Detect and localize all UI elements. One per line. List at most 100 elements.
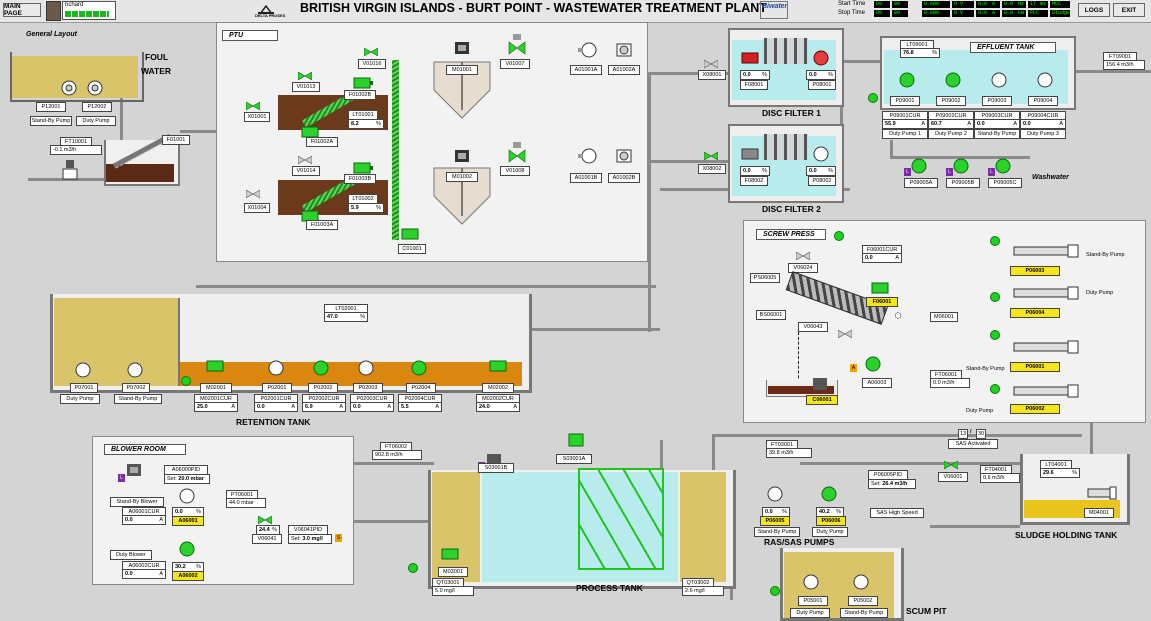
pump-icon[interactable] — [908, 158, 930, 174]
valve-icon[interactable] — [944, 461, 958, 469]
sas-high-speed[interactable]: SAS High Speed — [870, 508, 924, 518]
f01003b-tag[interactable]: F01003B — [344, 174, 376, 184]
blower-icon[interactable] — [124, 462, 146, 478]
pump-icon[interactable] — [810, 50, 832, 66]
blower-icon[interactable] — [176, 488, 198, 504]
v01007-tag[interactable]: V01007 — [500, 59, 530, 69]
x08001-tag[interactable]: X08001 — [698, 70, 726, 80]
mixer-icon[interactable] — [1086, 486, 1118, 500]
valve-icon[interactable] — [364, 48, 378, 56]
pump-icon[interactable] — [310, 360, 332, 376]
p09005a-tag[interactable]: P09005A — [904, 178, 938, 188]
valve-actuator-icon[interactable] — [508, 34, 526, 56]
a01001b-tag[interactable]: A01001B — [570, 173, 602, 183]
p07002-tag[interactable]: P07002 — [122, 383, 150, 393]
motor-icon[interactable] — [452, 40, 474, 56]
valve-icon[interactable] — [796, 252, 810, 260]
motor-icon[interactable] — [400, 226, 422, 242]
p12002-tag[interactable]: P12002 — [82, 102, 112, 112]
pump-icon[interactable] — [950, 158, 972, 174]
pump-icon[interactable] — [1012, 286, 1082, 300]
p09001-tag[interactable]: P09001 — [890, 96, 920, 106]
pump-icon[interactable] — [1012, 340, 1082, 354]
v06041pid-set[interactable]: Set: 3.0 mg/l — [288, 534, 332, 544]
p08002-tag[interactable]: P08002 — [808, 176, 836, 186]
p02004-tag[interactable]: P02004 — [406, 383, 436, 393]
pump-icon[interactable] — [810, 146, 832, 162]
v01008-tag[interactable]: V01008 — [500, 166, 530, 176]
v06001-tag[interactable]: V06001 — [938, 472, 968, 482]
a01002a-tag[interactable]: A01002A — [608, 65, 640, 75]
pump-icon[interactable] — [818, 486, 840, 502]
c01001-tag[interactable]: C01001 — [398, 244, 426, 254]
f08002-tag[interactable]: F08002 — [740, 176, 768, 186]
pump-icon[interactable] — [800, 574, 822, 590]
p06006-tag[interactable]: P06006 — [816, 516, 846, 526]
pump-icon[interactable] — [408, 360, 430, 376]
p06005-tag[interactable]: P06005 — [760, 516, 790, 526]
motor-icon[interactable] — [205, 358, 227, 374]
p07001-tag[interactable]: P07001 — [70, 383, 98, 393]
valve-icon[interactable] — [838, 330, 852, 338]
pump-icon[interactable] — [58, 80, 80, 96]
p09005b-tag[interactable]: P09005B — [946, 178, 980, 188]
p02002-tag[interactable]: P02002 — [308, 383, 338, 393]
motor-icon[interactable] — [566, 432, 588, 448]
a06003-tag[interactable]: A06003 — [862, 378, 892, 388]
motor-icon[interactable] — [810, 376, 832, 392]
pump-icon[interactable] — [992, 158, 1014, 174]
main-page-button[interactable]: MAIN PAGE — [3, 3, 41, 17]
m06001-tag[interactable]: M06001 — [930, 312, 958, 322]
m04001-tag[interactable]: M04001 — [1084, 508, 1114, 518]
m01002-tag[interactable]: M01002 — [446, 172, 478, 182]
f06001-tag[interactable]: F06001 — [866, 297, 898, 307]
p05002-tag[interactable]: P05002 — [848, 596, 878, 606]
p08001-tag[interactable]: P08001 — [808, 80, 836, 90]
v06041-tag[interactable]: V06041 — [252, 534, 282, 544]
fan-icon[interactable] — [614, 148, 636, 164]
pump-icon[interactable] — [1034, 72, 1056, 88]
f08001-tag[interactable]: F08001 — [740, 80, 768, 90]
p06004-tag[interactable]: P06004 — [1010, 308, 1060, 318]
m02002-tag[interactable]: M02002 — [482, 383, 514, 393]
logs-button[interactable]: LOGS — [1078, 3, 1110, 17]
pump-icon[interactable] — [1012, 384, 1082, 398]
motor-icon[interactable] — [740, 50, 762, 66]
p06003-tag[interactable]: P06003 — [1010, 266, 1060, 276]
pump-icon[interactable] — [124, 362, 146, 378]
pump-icon[interactable] — [942, 72, 964, 88]
p02001-tag[interactable]: P02001 — [262, 383, 292, 393]
valve-icon[interactable] — [246, 190, 260, 198]
m02001-tag[interactable]: M02001 — [200, 383, 232, 393]
motor-icon[interactable] — [352, 75, 374, 91]
user-box[interactable]: richard — [62, 1, 116, 20]
f01002b-tag[interactable]: F01002B — [344, 90, 376, 100]
a06000pid-set[interactable]: Set: 20.0 mbar — [164, 474, 210, 484]
fan-icon[interactable] — [614, 42, 636, 58]
valve-icon[interactable] — [704, 60, 718, 68]
v01013-tag[interactable]: V01013 — [292, 82, 320, 92]
a01002b-tag[interactable]: A01002B — [608, 173, 640, 183]
pump-icon[interactable] — [896, 72, 918, 88]
p06002-tag[interactable]: P06002 — [1010, 404, 1060, 414]
mixer-icon[interactable] — [440, 546, 462, 562]
blower-icon[interactable] — [578, 42, 600, 58]
exit-button[interactable]: EXIT — [1113, 3, 1145, 17]
s03001b-tag[interactable]: S03001B — [478, 463, 514, 473]
a01001a-tag[interactable]: A01001A — [570, 65, 602, 75]
pump-icon[interactable] — [84, 80, 106, 96]
blower-icon[interactable] — [578, 148, 600, 164]
p06005pid-set[interactable]: Set: 26.4 m3/h — [868, 479, 916, 489]
pump-icon[interactable] — [850, 574, 872, 590]
x01001-tag[interactable]: X01001 — [244, 112, 270, 122]
valve-icon[interactable] — [246, 102, 260, 110]
valve-actuator-icon[interactable] — [508, 142, 526, 164]
f01001-tag[interactable]: F01001 — [162, 135, 190, 145]
motor-icon[interactable] — [870, 280, 892, 296]
pump-icon[interactable] — [355, 360, 377, 376]
x01004-tag[interactable]: X01004 — [244, 203, 270, 213]
v06024-tag[interactable]: V06024 — [788, 263, 818, 273]
valve-icon[interactable] — [258, 516, 272, 524]
f01002a-tag[interactable]: F01002A — [306, 137, 338, 147]
v01016-tag[interactable]: V01016 — [358, 59, 386, 69]
